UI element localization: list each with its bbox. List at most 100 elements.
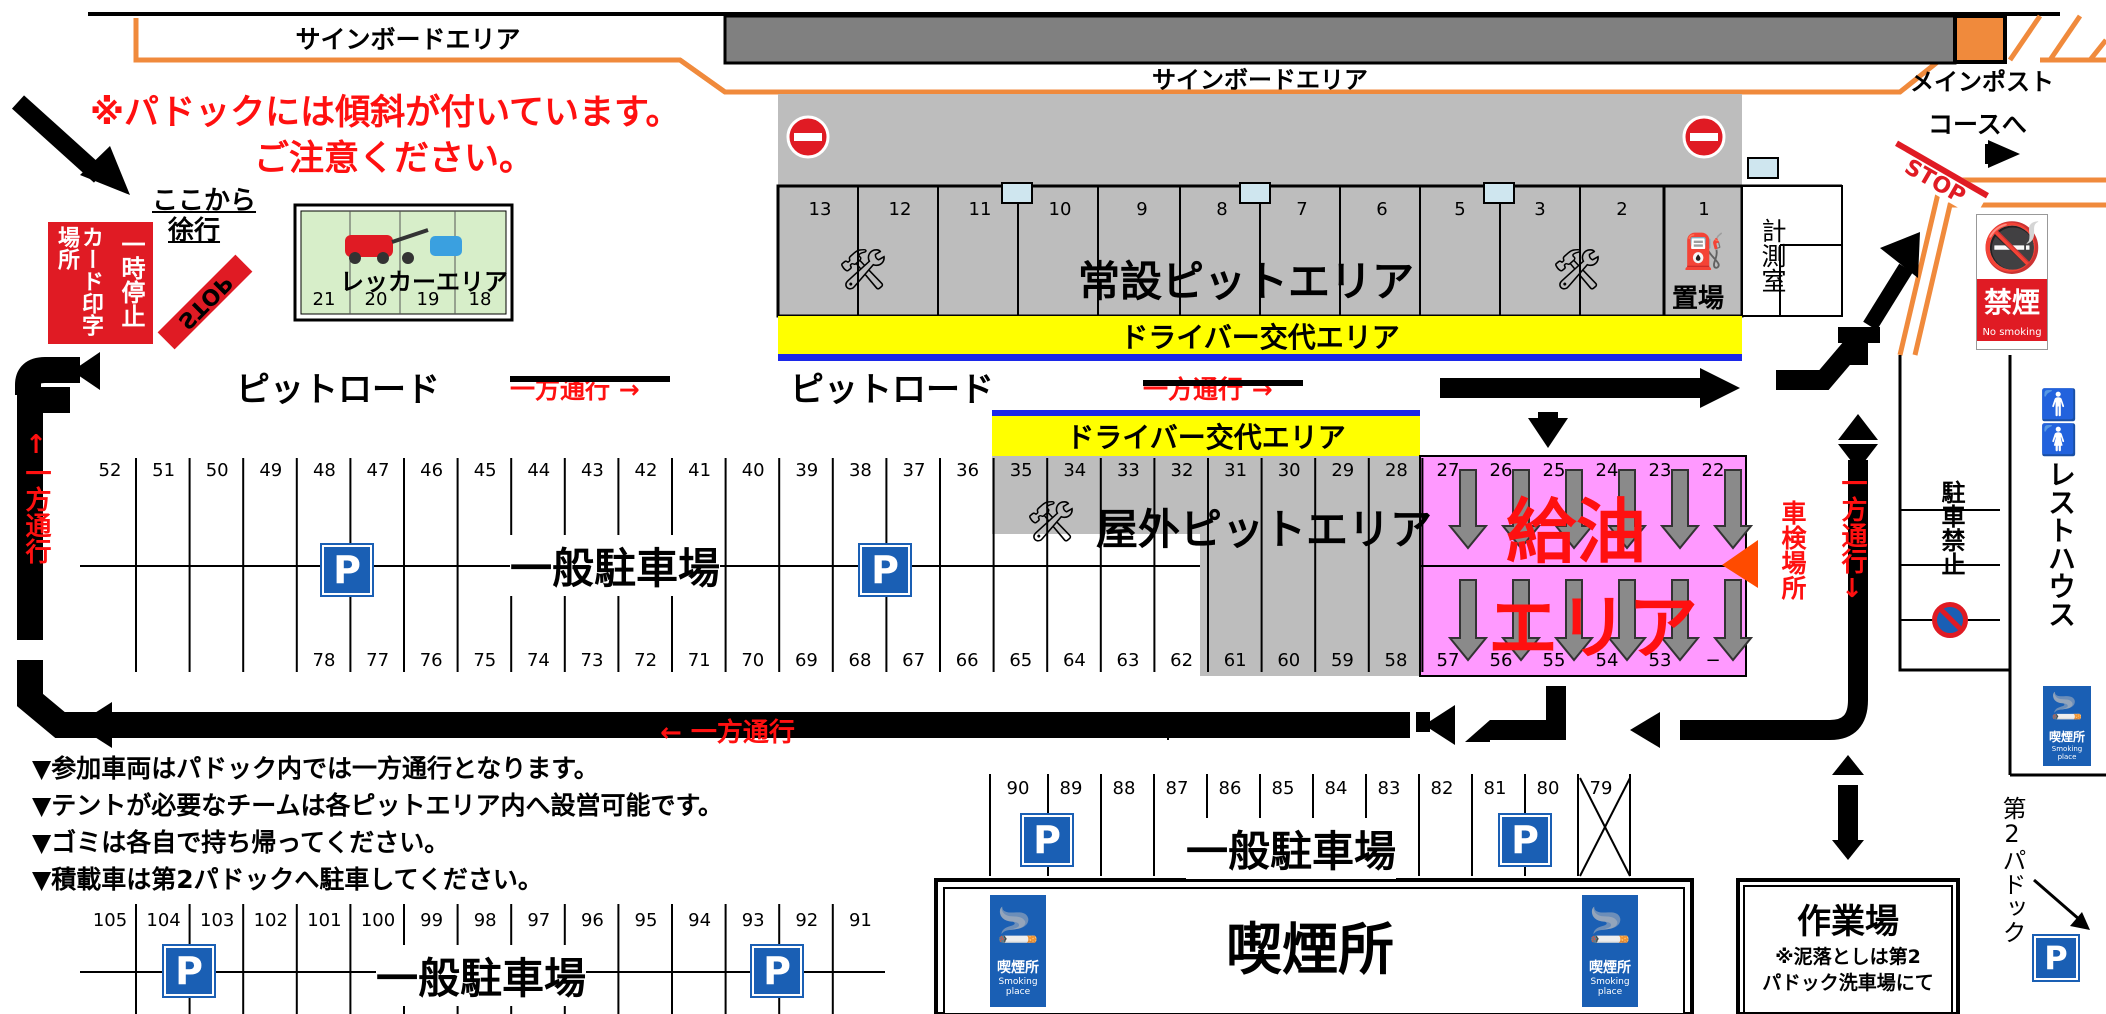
fuel-lot-53: 53	[1648, 650, 1672, 671]
workshop-note-line1: ※泥落としは第2	[1775, 945, 1921, 968]
fuel-lot-23: 23	[1648, 460, 1672, 481]
fuel-lot-24: 24	[1595, 460, 1619, 481]
down-arrow-icon	[1712, 469, 1754, 550]
lot-42: 42	[634, 460, 658, 481]
wrecker-lot-19: 19	[416, 289, 440, 310]
lot-52: 52	[98, 460, 122, 481]
pit-10: 10	[1048, 199, 1072, 220]
one-way-arrow-line-1	[510, 376, 670, 382]
down-arrow-icon	[1659, 469, 1701, 550]
driver-change-area-top: ドライバー交代エリア	[1120, 321, 1400, 354]
lot-44: 44	[527, 460, 551, 481]
parking-p-icon: P	[858, 543, 912, 597]
parking-p-icon: P	[162, 944, 216, 998]
smoking-icon: 🚬	[996, 906, 1040, 946]
fuel-lot-56: 56	[1489, 650, 1513, 671]
smoking-place-jp: 喫煙所	[2048, 730, 2085, 744]
pit-5: 5	[1454, 199, 1466, 220]
lot-40: 40	[741, 460, 765, 481]
lot-29: 29	[1331, 460, 1355, 481]
lot-86: 86	[1218, 778, 1242, 799]
note-tent: ▼テントが必要なチームは各ピットエリア内へ設営可能です。	[32, 791, 723, 820]
signboard-area-top-center: サインボードエリア	[1152, 65, 1368, 94]
lot-78: 78	[312, 650, 336, 671]
one-way-label-right-vertical: 一方通行↓	[1837, 470, 1867, 604]
pit-12: 12	[888, 199, 912, 220]
lot-95: 95	[634, 910, 658, 931]
lot-77: 77	[366, 650, 390, 671]
fuel-lot-26: 26	[1489, 460, 1513, 481]
no-smoking-sign: 🚭 禁煙 No smoking	[1976, 214, 2048, 350]
down-arrow-icon	[1712, 579, 1754, 662]
parking-p-icon: P	[2032, 934, 2080, 982]
pit-8: 8	[1216, 199, 1228, 220]
fuel-lot-−: −	[1705, 650, 1721, 671]
lot-64: 64	[1062, 650, 1086, 671]
lot-84: 84	[1324, 778, 1348, 799]
down-arrow-icon	[1500, 579, 1542, 662]
smoking-icon: 🚬	[2050, 692, 2084, 722]
smoking-place-sign-mid: 🚬 喫煙所 Smoking place	[1582, 895, 1638, 1007]
down-arrow-icon	[1500, 469, 1542, 550]
wrecker-lot-21: 21	[312, 289, 336, 310]
lot-99: 99	[420, 910, 444, 931]
inspection-area-label: 車検場所	[1778, 500, 1807, 600]
smoking-place-jp: 喫煙所	[1589, 960, 1631, 976]
to-course-label: コースへ	[1928, 110, 2027, 139]
lot-37: 37	[902, 460, 926, 481]
lot-94: 94	[688, 910, 712, 931]
permanent-pit-area-label: 常設ピットエリア	[1078, 257, 1415, 306]
workshop-note-line2: パドック洗車場にて	[1762, 971, 1934, 994]
lot-69: 69	[794, 650, 818, 671]
down-arrow-icon	[1553, 579, 1595, 662]
smoking-place-sign-left: 🚬 喫煙所 Smoking place	[990, 895, 1046, 1007]
pit-13: 13	[808, 199, 832, 220]
lot-71: 71	[687, 650, 711, 671]
measurement-room-label: 計測室	[1758, 218, 1787, 293]
lot-87: 87	[1165, 778, 1189, 799]
parking-p-icon: P	[1020, 813, 1074, 867]
lot-48: 48	[312, 460, 336, 481]
fuel-area-label-line1: 給油	[1506, 491, 1646, 573]
general-parking-label-3: 一般駐車場	[376, 945, 587, 1006]
tools-icon: 🛠	[837, 246, 889, 293]
slope-warning-line2: ご注意ください。	[254, 139, 535, 179]
rest-house-label: レストハウス	[2044, 460, 2077, 628]
lot-39: 39	[795, 460, 819, 481]
lot-100: 100	[360, 910, 396, 931]
general-parking-label-1: 一般駐車場	[510, 535, 721, 596]
lot-60: 60	[1277, 650, 1301, 671]
notes-list: ▼参加車両はパドック内では一方通行となります。 ▼テントが必要なチームは各ピット…	[32, 750, 723, 898]
restroom-icon: 🚹🚺	[2040, 388, 2078, 458]
down-arrow-icon	[1553, 469, 1595, 550]
lot-51: 51	[152, 460, 176, 481]
lot-59: 59	[1330, 650, 1354, 671]
fuel-can-icon: ⛽	[1682, 232, 1726, 272]
fuel-area-label-line2: エリア	[1488, 587, 1698, 669]
outdoor-pit-area-label: 屋外ピットエリア	[1096, 505, 1433, 554]
fuel-lot-57: 57	[1436, 650, 1460, 671]
slow-from-here-line2: 徐行	[168, 216, 221, 246]
lot-61: 61	[1223, 650, 1247, 671]
lot-74: 74	[526, 650, 550, 671]
lot-90: 90	[1006, 778, 1030, 799]
lot-33: 33	[1116, 460, 1140, 481]
lot-35: 35	[1009, 460, 1033, 481]
fuel-lot-22: 22	[1701, 460, 1725, 481]
lot-79: 79	[1589, 778, 1613, 799]
lot-68: 68	[848, 650, 872, 671]
smoking-place-en: Smoking place	[2051, 745, 2083, 761]
no-smoking-en-label: No smoking	[1977, 323, 2047, 341]
smoking-place-jp: 喫煙所	[997, 960, 1039, 976]
lot-85: 85	[1271, 778, 1295, 799]
pit-9: 9	[1136, 199, 1148, 220]
card-print-label: カード印字場所	[54, 226, 103, 336]
wrecker-lot-18: 18	[468, 289, 492, 310]
lot-38: 38	[848, 460, 872, 481]
driver-change-area-mid: ドライバー交代エリア	[1066, 421, 1346, 454]
lot-66: 66	[955, 650, 979, 671]
down-arrow-icon	[1606, 469, 1648, 550]
lot-96: 96	[580, 910, 604, 931]
smoking-place-en: Smoking place	[1590, 977, 1630, 997]
